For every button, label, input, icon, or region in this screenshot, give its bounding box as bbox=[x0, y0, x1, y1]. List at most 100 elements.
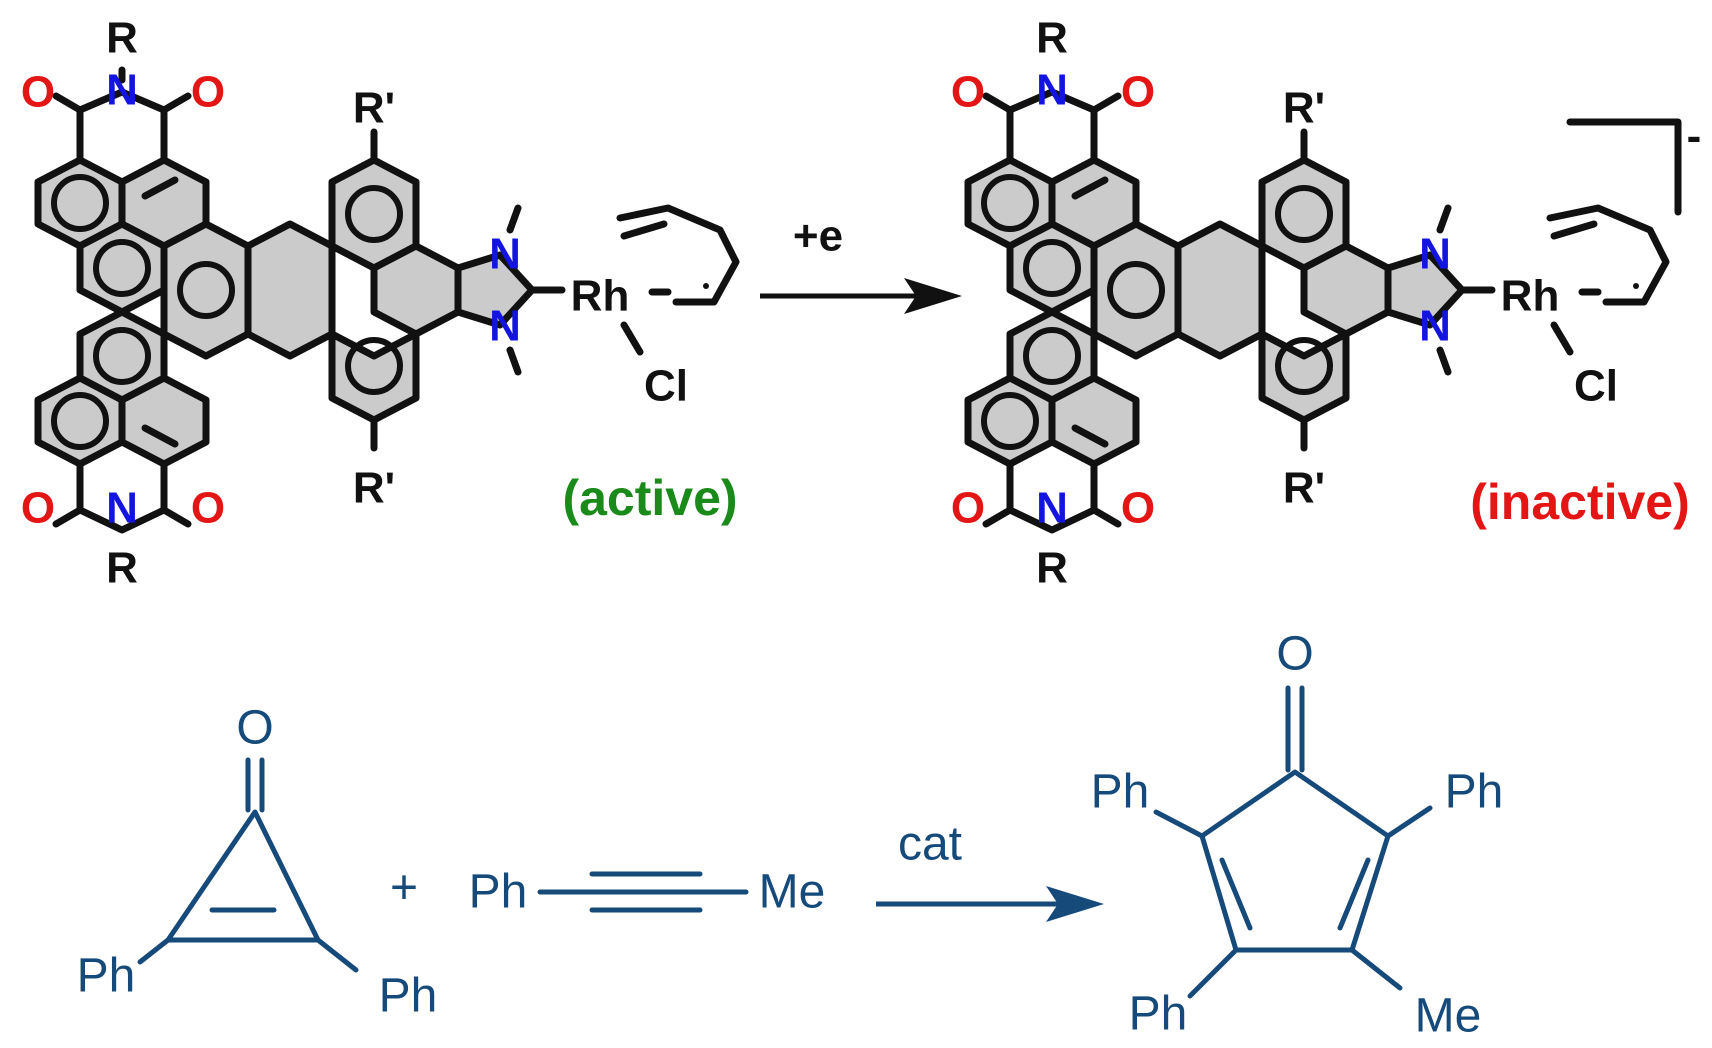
n-methyl-bond bbox=[1436, 204, 1452, 376]
aromatic-circle bbox=[1275, 185, 1333, 243]
c-o-double-bond bbox=[245, 757, 265, 813]
carbonyl-o: O bbox=[951, 68, 985, 117]
carbonyl-bond bbox=[52, 92, 192, 114]
carbonyl-o: O bbox=[21, 484, 55, 533]
ring bbox=[964, 374, 1056, 468]
ring-bottom-left bbox=[34, 374, 126, 468]
aromatic-circle bbox=[345, 337, 403, 395]
ring-aryl-center bbox=[370, 242, 462, 338]
imide-n-bottom: N bbox=[1036, 484, 1068, 533]
product-ph-right: Ph bbox=[1445, 766, 1504, 819]
double-bond bbox=[141, 176, 179, 200]
ring bbox=[1090, 220, 1182, 360]
aromatic-circle bbox=[93, 327, 151, 385]
imide-r-bottom: R bbox=[106, 544, 138, 593]
alkyne-me: Me bbox=[759, 866, 826, 919]
rhodium: Rh bbox=[1501, 272, 1560, 321]
ph-bond bbox=[137, 937, 359, 973]
reactant1-oxygen: O bbox=[236, 702, 273, 755]
double-bond bbox=[141, 424, 179, 448]
aromatic-circle bbox=[345, 185, 403, 243]
aromatic-circle bbox=[93, 239, 151, 297]
ring bbox=[1258, 330, 1350, 424]
c-o-double-bond bbox=[1285, 685, 1305, 773]
inactive-label: (inactive) bbox=[1470, 474, 1690, 530]
reactant1-ph-left: Ph bbox=[77, 950, 136, 1003]
arrow-head bbox=[904, 278, 962, 314]
active-label: (active) bbox=[562, 470, 737, 526]
reactant1-ph-right: Ph bbox=[379, 970, 438, 1023]
aromatic-circle bbox=[51, 174, 109, 232]
cyclopentadienone-ring bbox=[1199, 769, 1391, 953]
ring-core-center bbox=[160, 220, 252, 360]
ring bbox=[1174, 220, 1266, 360]
carbonyl-o: O bbox=[191, 484, 225, 533]
cod-double-bond bbox=[1550, 220, 1598, 240]
catalyst-label: cat bbox=[898, 818, 962, 871]
negative-charge: - bbox=[1687, 112, 1702, 161]
alkyne-ph: Ph bbox=[469, 866, 528, 919]
carbene-n-top: N bbox=[489, 230, 521, 279]
imide-r-top: R bbox=[106, 14, 138, 63]
carbonyl-o: O bbox=[1121, 484, 1155, 533]
aromatic-circle bbox=[51, 392, 109, 450]
imide-r-top: R bbox=[1036, 14, 1068, 63]
charge-bracket bbox=[1566, 118, 1682, 216]
imide-n-bottom: N bbox=[106, 484, 138, 533]
ring-double-bond bbox=[1219, 857, 1371, 931]
chloride: Cl bbox=[644, 362, 688, 411]
imide-r-bottom: R bbox=[1036, 544, 1068, 593]
aromatic-circle bbox=[1107, 261, 1165, 319]
aryl-r-prime-top: R' bbox=[353, 84, 395, 133]
ring-aryl-bottom bbox=[328, 330, 420, 424]
n-methyl-bond bbox=[506, 204, 522, 376]
carbonyl-o: O bbox=[951, 484, 985, 533]
catalysis-scheme: O Ph Ph + Ph Me cat O Ph Ph Ph Me bbox=[77, 628, 1504, 1043]
reduction-arrow: +e bbox=[760, 212, 962, 314]
imide-n-top: N bbox=[1036, 66, 1068, 115]
aryl-r-prime-bottom: R' bbox=[353, 464, 395, 513]
product-ph-bottom: Ph bbox=[1129, 988, 1188, 1041]
ring bbox=[1300, 242, 1392, 338]
cod-dot bbox=[703, 283, 709, 289]
rh-cl-bond bbox=[620, 321, 644, 356]
aromatic-circle bbox=[1023, 239, 1081, 297]
cod-dot bbox=[1633, 283, 1639, 289]
cod-double-bond bbox=[620, 220, 668, 240]
aromatic-circle bbox=[981, 392, 1039, 450]
imide-top-ring bbox=[1006, 88, 1098, 164]
product-me: Me bbox=[1415, 990, 1482, 1043]
ring-core-upper bbox=[76, 220, 168, 316]
carbonyl-o: O bbox=[191, 68, 225, 117]
ring-nhc bbox=[1384, 251, 1466, 329]
carbonyl-o: O bbox=[1121, 68, 1155, 117]
imide-n-top: N bbox=[106, 66, 138, 115]
cyclopropene-ring bbox=[165, 809, 321, 943]
double-bond bbox=[1071, 176, 1109, 200]
triple-bond bbox=[537, 871, 749, 913]
rh-cl-bond bbox=[1550, 321, 1574, 356]
carbonyl-bond bbox=[982, 506, 1122, 528]
inactive-complex: R N O O N R O O R' R' N N Rh Cl - (inact… bbox=[951, 14, 1701, 593]
imide-bottom-ring bbox=[1006, 460, 1098, 534]
carbonyl-o: O bbox=[21, 68, 55, 117]
cod-ligand bbox=[616, 204, 740, 306]
aromatic-circle bbox=[177, 261, 235, 319]
aryl-r-prime-top: R' bbox=[1283, 84, 1325, 133]
rhodium: Rh bbox=[571, 272, 630, 321]
active-complex: R N O O N R O O R' R' N N Rh Cl (active) bbox=[21, 14, 740, 593]
ring-bridge bbox=[244, 220, 336, 360]
reagent-label: +e bbox=[793, 212, 843, 261]
ring-bottom-right bbox=[118, 374, 210, 468]
carbene-n-bottom: N bbox=[489, 302, 521, 351]
imide-top-ring bbox=[76, 88, 168, 164]
imide-bottom-ring bbox=[76, 460, 168, 534]
carbene-n-top: N bbox=[1419, 230, 1451, 279]
product-ph-left: Ph bbox=[1091, 766, 1150, 819]
ring-nhc bbox=[454, 251, 536, 329]
carbonyl-bond bbox=[982, 92, 1122, 114]
product-oxygen: O bbox=[1276, 628, 1313, 681]
chloride: Cl bbox=[1574, 362, 1618, 411]
carbonyl-bond bbox=[52, 506, 192, 528]
